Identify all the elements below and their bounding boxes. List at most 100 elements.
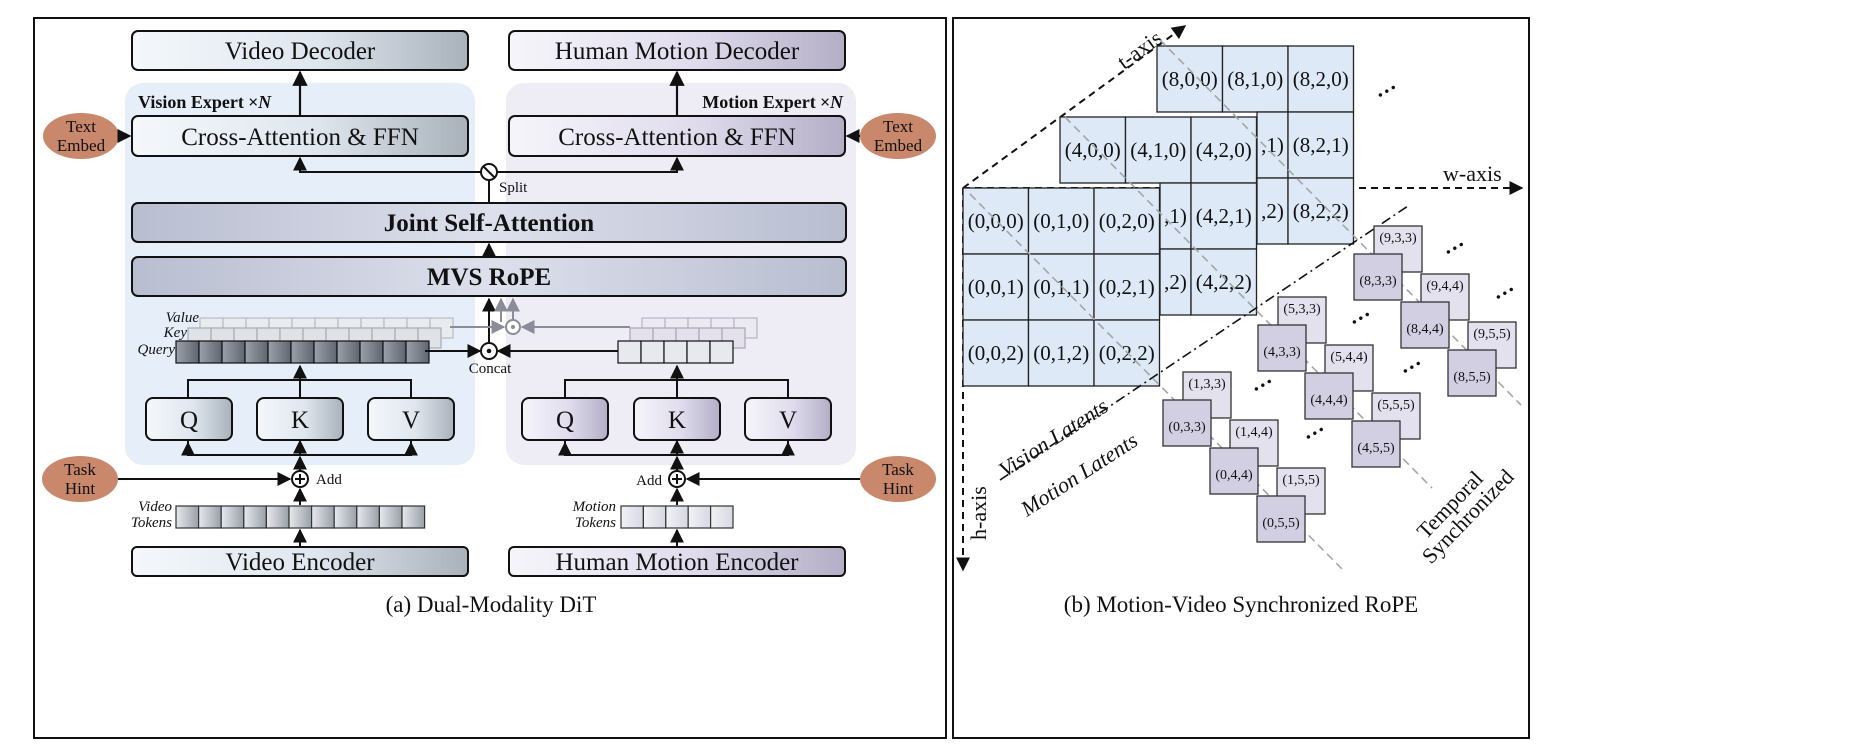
video-token — [198, 505, 222, 529]
motion-latent-cell — [1304, 372, 1354, 420]
video-encoder-box — [131, 546, 469, 577]
vision-latent-cell — [1059, 116, 1127, 184]
motion-latent-cell-label: (4,3,3) — [1263, 345, 1301, 360]
left-query-tokens — [175, 340, 430, 364]
motion-latent-cell-label: (0,4,4) — [1215, 468, 1253, 483]
v-left-box — [367, 397, 455, 441]
vision-latent-cell — [1027, 187, 1095, 255]
task-hint-right-line2: Hint — [883, 479, 914, 498]
motion-latent-cell-label: (5,5,5) — [1377, 398, 1415, 413]
motion-latent-cell-label: (1,4,4) — [1235, 425, 1273, 440]
key-label: Key — [163, 325, 188, 341]
motion-tokens — [620, 505, 734, 529]
vision-latent-cell — [1190, 248, 1258, 316]
query-token — [290, 340, 315, 364]
concat-label: Concat — [469, 361, 512, 377]
motion-latent-cell-label: (9,3,3) — [1379, 231, 1417, 246]
video-token — [220, 505, 245, 529]
motion-latent-cell — [1447, 349, 1497, 397]
video-token — [175, 505, 200, 529]
motion-decoder-label: Human Motion Decoder — [555, 38, 800, 65]
panel-b: t-axis w-axis h-axis (8,0,0)(8,1,0)(8,2,… — [952, 17, 1530, 739]
vision-latent-cell-label: (4,2,1) — [1196, 204, 1252, 228]
motion-latent-cell-label: (8,3,3) — [1359, 274, 1397, 289]
vision-latent-cell — [1287, 111, 1355, 179]
joint-self-attention-label: Joint Self-Attention — [384, 210, 594, 237]
q-left-label: Q — [180, 407, 198, 434]
w-axis-label: w-axis — [1443, 161, 1502, 186]
motion-latent-cell-label: (8,5,5) — [1453, 370, 1491, 385]
text-embed-left-line1: Text — [66, 117, 96, 136]
vision-latent-cell-label: (4,1,0) — [1130, 138, 1186, 162]
vision-latent-cell — [962, 319, 1030, 387]
vision-latent-cell-label: (4,2,0) — [1196, 138, 1252, 162]
text-embed-right — [860, 113, 936, 159]
motion-token — [665, 505, 689, 529]
video-token — [311, 505, 335, 529]
motion-tokens-label-1: Motion — [572, 499, 616, 515]
split-label: Split — [499, 180, 528, 196]
motion-token — [709, 505, 734, 529]
motion-latent-cell — [1257, 324, 1307, 372]
vision-latent-cell-label: (0,0,0) — [968, 209, 1024, 233]
vision-latent-cell-label: ,2) — [1261, 199, 1284, 223]
query-token — [640, 340, 665, 364]
joint-self-attention-box — [131, 202, 847, 243]
cross-attention-right-box — [508, 115, 846, 157]
mvs-rope-box — [131, 256, 847, 297]
vision-latent-cell-label: (0,0,2) — [968, 341, 1024, 365]
cross-attention-left-label: Cross-Attention & FFN — [181, 124, 419, 151]
grid-t8: (8,0,0)(8,1,0)(8,2,0),1)(8,2,1),2)(8,2,2… — [1156, 45, 1355, 245]
vision-latent-cell — [1159, 182, 1192, 250]
query-token — [382, 340, 407, 364]
motion-token — [687, 505, 712, 529]
motion-latent-cell — [1400, 301, 1450, 349]
task-hint-left-line1: Task — [64, 460, 96, 479]
cross-attention-right-label: Cross-Attention & FFN — [558, 124, 796, 151]
mvs-rope-label: MVS RoPE — [427, 264, 551, 291]
vision-latent-cell-label: ,1) — [1261, 133, 1284, 157]
text-embed-right-line1: Text — [883, 117, 913, 136]
vision-latent-cell-label: (8,2,1) — [1293, 133, 1349, 157]
motion-token — [620, 505, 644, 529]
grid-t0: (0,0,0)(0,1,0)(0,2,0)(0,0,1)(0,1,1)(0,2,… — [962, 187, 1161, 387]
motion-latent-cell-label: (4,5,5) — [1357, 441, 1395, 456]
query-token — [221, 340, 246, 364]
video-tokens-label-1: Video — [138, 499, 172, 515]
motion-expert-label: Motion Expert×N — [702, 92, 844, 112]
panel-a: Video Decoder Human Motion Decoder Visio… — [33, 17, 947, 739]
video-tokens-label-2: Tokens — [131, 515, 172, 531]
vision-latent-cell — [1093, 253, 1161, 321]
cross-attention-left-box — [131, 115, 469, 157]
text-embed-right-line2: Embed — [874, 136, 923, 155]
motion-latent-cell-label: (0,3,3) — [1168, 420, 1206, 435]
motion-latent-cell-label: (5,3,3) — [1283, 302, 1321, 317]
vision-expert-label: Vision Expert×N — [138, 92, 272, 112]
vision-latent-cell — [1190, 116, 1258, 184]
motion-chain-t0: (1,3,3)(0,3,3)(1,4,4)(0,4,4)(1,5,5)(0,5,… — [1162, 371, 1326, 543]
video-token — [243, 505, 268, 529]
vision-latent-cell-label: (0,1,2) — [1033, 341, 1089, 365]
motion-latent-cell-label: (1,3,3) — [1188, 377, 1226, 392]
vision-latent-cell-label: (0,2,1) — [1099, 275, 1155, 299]
k-right-box — [633, 397, 721, 441]
caption-a: (a) Dual-Modality DiT — [386, 592, 597, 617]
caption-b: (b) Motion-Video Synchronized RoPE — [1064, 592, 1418, 617]
task-hint-right-line1: Task — [882, 460, 914, 479]
video-decoder-box — [131, 30, 469, 71]
vision-latent-cell-label: (8,1,0) — [1227, 67, 1283, 91]
task-hint-left-line2: Hint — [65, 479, 96, 498]
motion-latent-cell — [1209, 447, 1259, 495]
motion-latent-cell-label: (0,5,5) — [1262, 516, 1300, 531]
video-tokens — [175, 505, 426, 529]
video-token — [288, 505, 313, 529]
video-token — [265, 505, 290, 529]
motion-latent-cell — [1351, 420, 1401, 468]
motion-tokens-label-2: Tokens — [575, 515, 616, 531]
query-token — [709, 340, 734, 364]
video-encoder-label: Video Encoder — [225, 549, 375, 576]
query-token — [244, 340, 269, 364]
vision-latent-cell — [1156, 45, 1224, 113]
motion-latent-cell — [1353, 253, 1403, 301]
